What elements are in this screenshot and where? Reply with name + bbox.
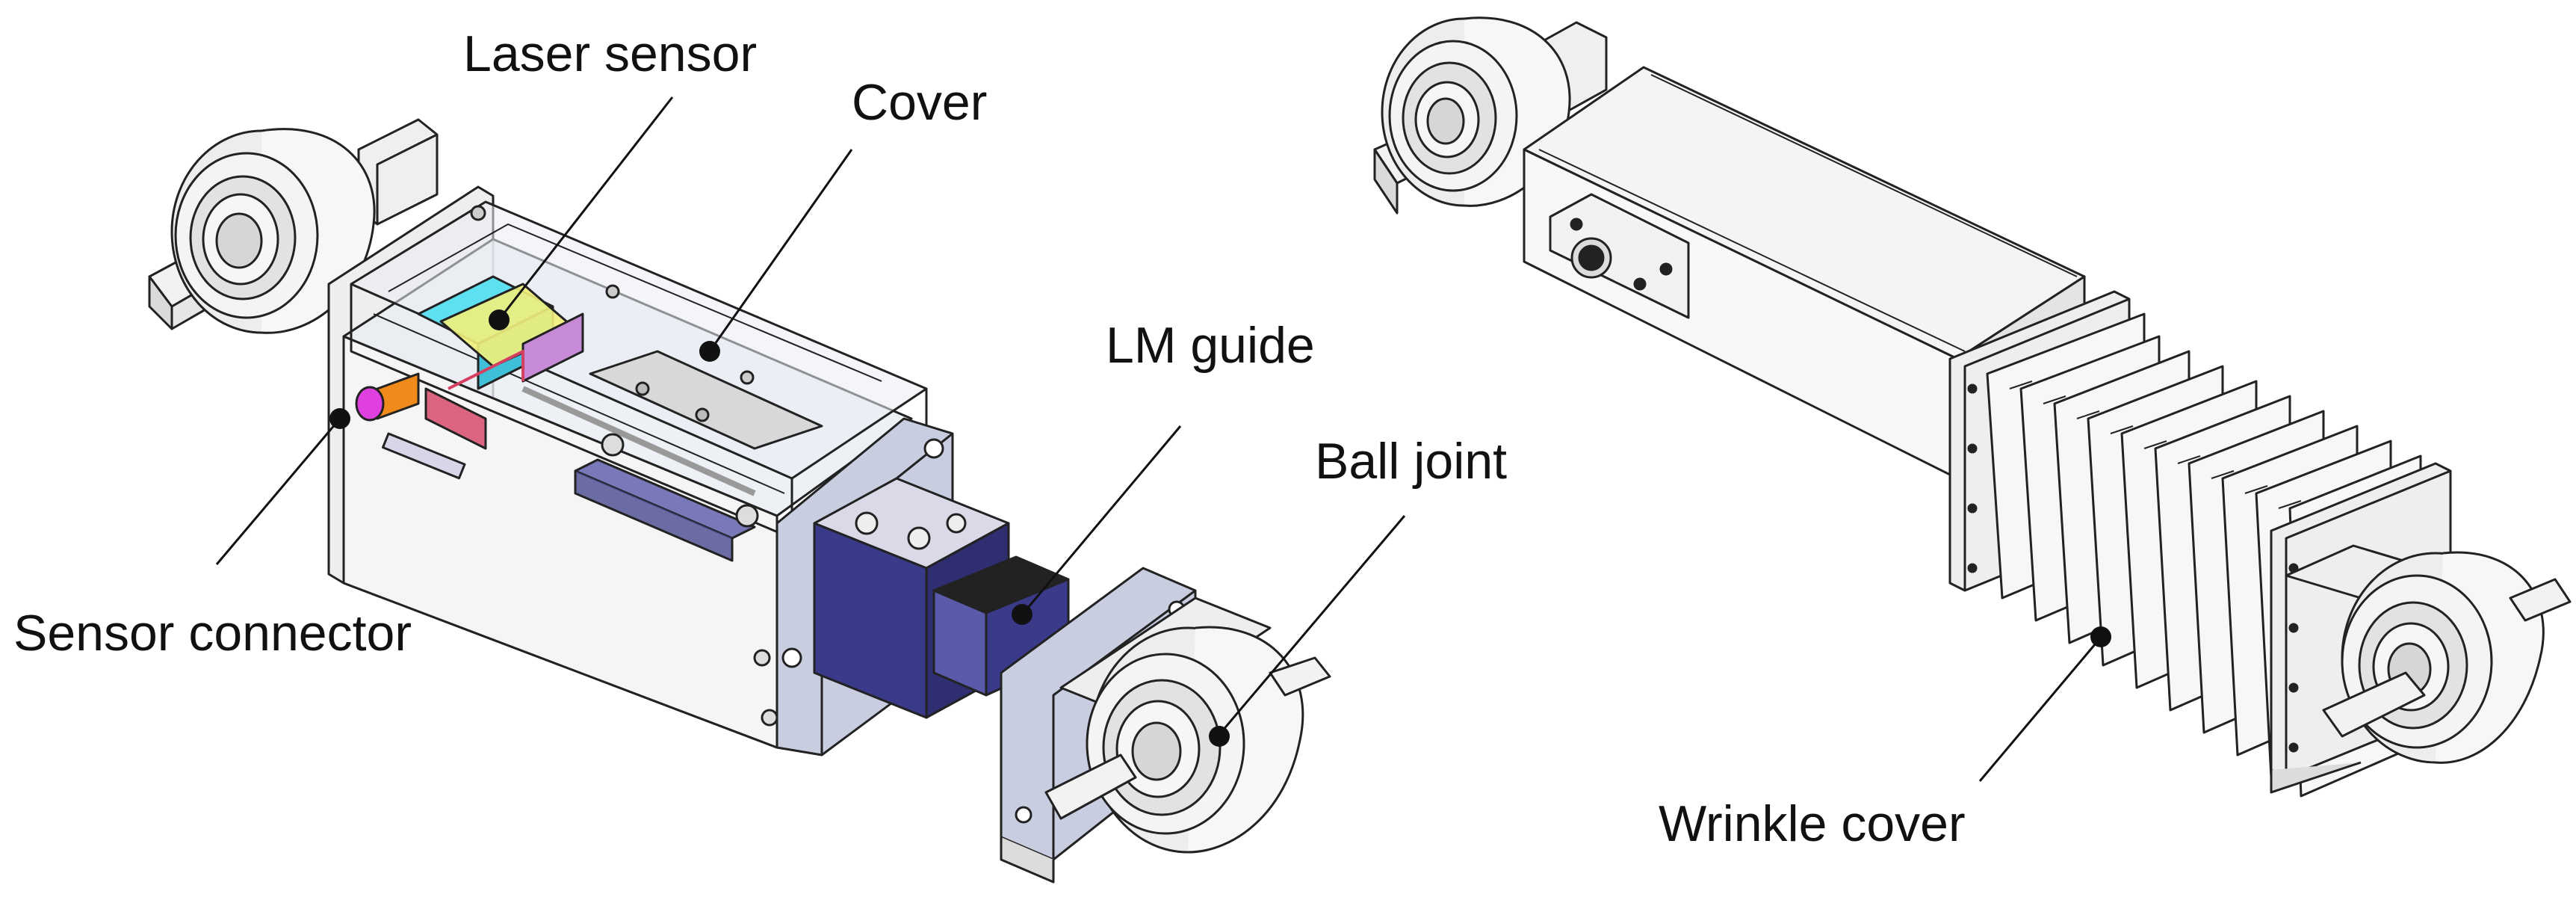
label-cover: Cover (852, 74, 987, 131)
leader-ball-joint (1216, 515, 1406, 737)
label-laser-sensor: Laser sensor (463, 25, 757, 82)
right-assembly (1373, 16, 2572, 798)
dot-lm-guide (1012, 604, 1032, 625)
ball-joint-lower-right-assembly (2270, 544, 2572, 794)
label-lm-guide: LM guide (1106, 317, 1315, 374)
label-ball-joint: Ball joint (1315, 433, 1507, 490)
ball-joint-lower-right (1000, 567, 1331, 884)
leader-lm-guide (1022, 425, 1182, 614)
dot-wrinkle-cover (2090, 626, 2111, 647)
leader-lines (215, 96, 2101, 782)
leader-laser-sensor (499, 96, 674, 318)
left-assembly (148, 118, 1331, 884)
dot-sensor-connector (329, 408, 350, 429)
dot-ball-joint (1209, 726, 1230, 747)
labels: Laser sensor Cover LM guide Ball joint S… (13, 25, 1966, 852)
lm-guide-icon (813, 477, 1070, 719)
sensor-connector-part (355, 372, 487, 480)
leader-wrinkle-cover (1978, 638, 2101, 782)
label-sensor-connector: Sensor connector (13, 605, 412, 662)
main-housing (327, 185, 928, 749)
dot-cover (699, 341, 720, 362)
ball-joint-upper-left (148, 118, 439, 334)
dot-laser-sensor (489, 309, 510, 330)
ball-joint-upper-right-assembly (1373, 16, 1608, 215)
leader-cover (708, 149, 853, 352)
label-wrinkle-cover: Wrinkle cover (1659, 795, 1966, 852)
leader-sensor-connector (215, 418, 341, 565)
callout-dots (329, 309, 2111, 747)
